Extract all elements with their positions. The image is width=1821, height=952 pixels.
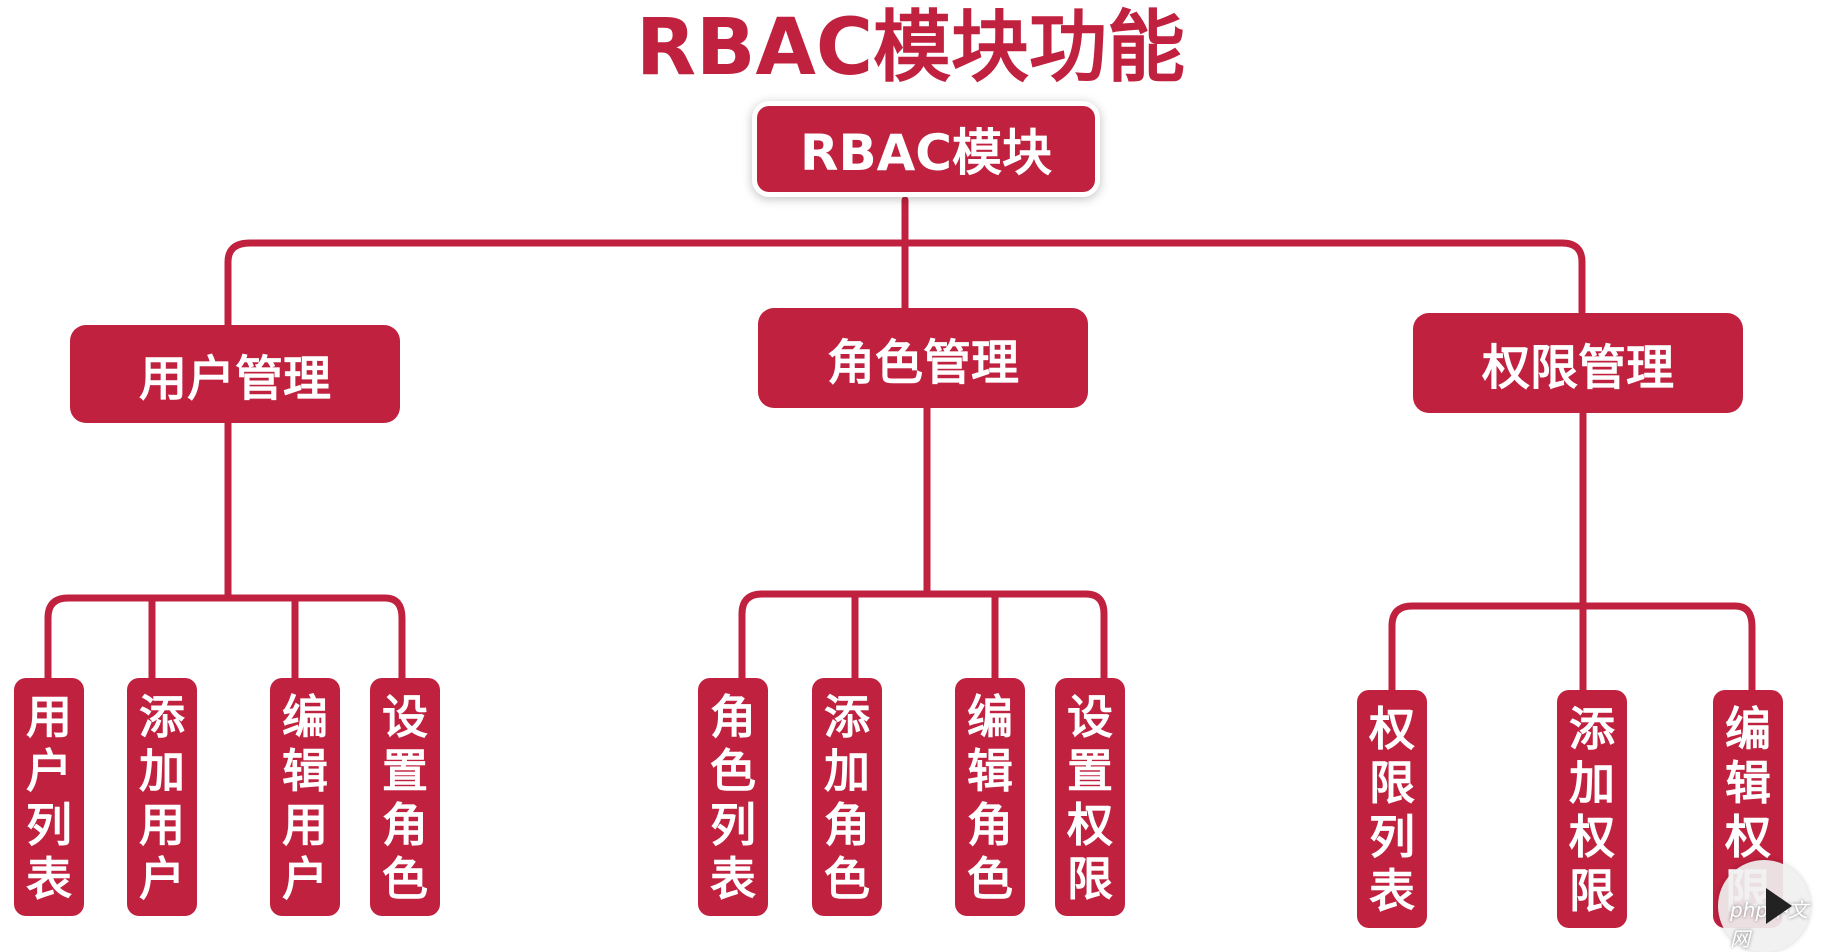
category-label: 权限管理 — [1481, 340, 1674, 396]
leaf-edit-user: 编辑用户 — [270, 678, 340, 916]
leaf-user-list: 用户列表 — [14, 678, 84, 916]
leaf-edit-role: 编辑角色 — [955, 678, 1025, 916]
leaf-label: 编辑用户 — [282, 690, 328, 906]
root-node-label: RBAC模块 — [799, 124, 1052, 182]
leaf-label: 设置权限 — [1067, 690, 1113, 906]
leaf-label: 编辑角色 — [967, 690, 1013, 906]
video-play-overlay[interactable]: php中文网 — [1718, 860, 1810, 952]
category-permission-management: 权限管理 — [1413, 313, 1743, 413]
leaf-label: 添加权限 — [1569, 702, 1615, 918]
leaf-set-role: 设置角色 — [370, 678, 440, 916]
leaf-add-permission: 添加权限 — [1557, 690, 1627, 928]
play-icon[interactable] — [1766, 888, 1792, 924]
category-label: 角色管理 — [826, 335, 1019, 391]
diagram-title: RBAC模块功能 — [635, 3, 1186, 93]
leaf-permission-list: 权限列表 — [1357, 690, 1427, 928]
leaf-label: 设置角色 — [382, 690, 428, 906]
leaf-add-role: 添加角色 — [812, 678, 882, 916]
root-node: RBAC模块 — [757, 106, 1095, 192]
category-label: 用户管理 — [138, 351, 331, 407]
leaf-label: 权限列表 — [1369, 702, 1415, 918]
category-role-management: 角色管理 — [758, 308, 1088, 408]
leaf-role-list: 角色列表 — [698, 678, 768, 916]
category-user-management: 用户管理 — [70, 325, 400, 423]
leaf-set-permission: 设置权限 — [1055, 678, 1125, 916]
leaf-label: 添加用户 — [139, 690, 185, 906]
leaf-label: 用户列表 — [26, 690, 72, 906]
leaf-label: 角色列表 — [710, 690, 756, 906]
leaf-label: 添加角色 — [824, 690, 870, 906]
leaf-add-user: 添加用户 — [127, 678, 197, 916]
